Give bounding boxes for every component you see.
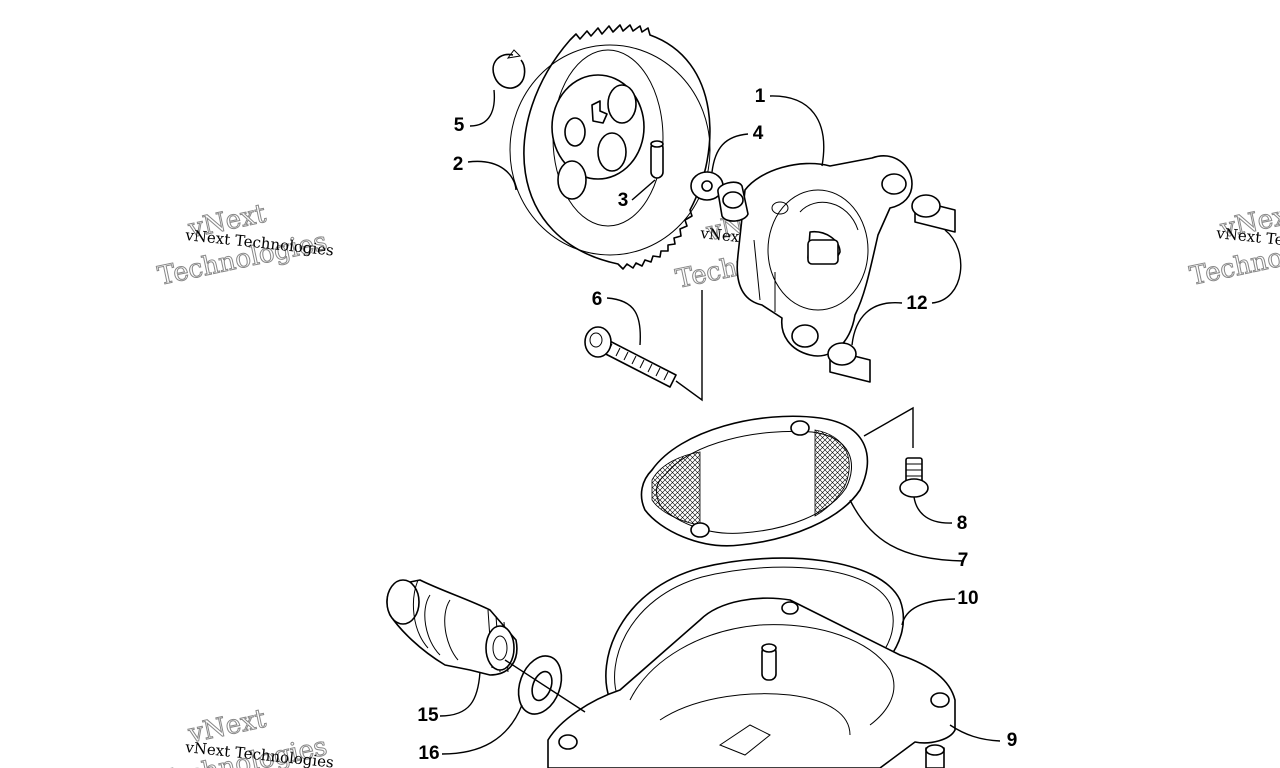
leader-8-axis — [863, 406, 914, 448]
callout-16: 16 — [418, 743, 439, 764]
callout-7: 7 — [958, 550, 969, 571]
bolt-part — [584, 326, 677, 388]
leader-12-upper — [931, 229, 962, 304]
pump-body-part — [717, 155, 913, 357]
callout-6: 6 — [592, 289, 603, 310]
callout-4: 4 — [753, 123, 764, 144]
leader-16 — [441, 704, 523, 755]
callout-5: 5 — [454, 115, 465, 136]
leader-5 — [469, 89, 496, 127]
leader-12-lower — [851, 302, 903, 346]
pin-part — [650, 140, 664, 179]
callout-1: 1 — [755, 86, 766, 107]
dowel-part-lower — [827, 342, 871, 383]
leader-15-axis — [504, 659, 586, 713]
strainer-part — [640, 415, 869, 547]
leader-2 — [467, 160, 517, 191]
callout-3: 3 — [618, 190, 629, 211]
callout-10: 10 — [957, 588, 978, 609]
leader-1 — [769, 95, 825, 167]
callout-8: 8 — [957, 513, 968, 534]
leader-8 — [913, 496, 953, 524]
callout-2: 2 — [453, 154, 464, 175]
dowel-part-upper — [911, 194, 956, 233]
callout-12: 12 — [906, 293, 927, 314]
housing-part — [547, 597, 956, 768]
leader-9 — [949, 724, 1001, 742]
seal-washer-part — [517, 655, 563, 715]
leader-10 — [901, 598, 956, 626]
callout-15: 15 — [417, 705, 439, 726]
leader-4 — [711, 133, 749, 173]
washer-part — [690, 171, 724, 201]
leader-6-axis — [675, 290, 703, 402]
circlip-part — [492, 49, 526, 89]
gear-part — [509, 24, 711, 270]
screw-part — [899, 457, 929, 498]
leader-3 — [631, 179, 656, 201]
leader-7 — [849, 499, 965, 562]
leader-15 — [439, 671, 481, 717]
leader-6 — [606, 297, 642, 346]
sensor-part — [386, 579, 518, 676]
callout-9: 9 — [1007, 730, 1018, 751]
